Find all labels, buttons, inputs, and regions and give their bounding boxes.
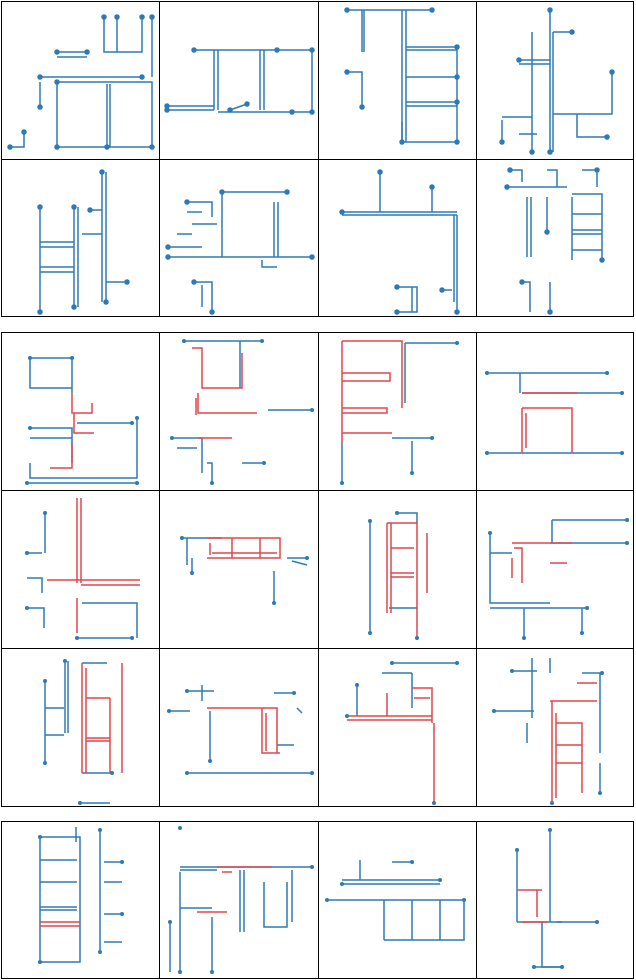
- panel-group-middle: [1, 332, 634, 807]
- floorplan-sketch-14: [182, 537, 308, 603]
- floorplan-sketch-21: [39, 827, 122, 963]
- floorplan-sketch-8: [504, 167, 605, 315]
- floorplan-sketch-16: [489, 519, 627, 638]
- floorplan-sketch-23: [327, 860, 465, 941]
- floorplan-sketch-13: [27, 498, 140, 639]
- panel-group-top: [1, 1, 634, 317]
- floorplan-sketch-5: [37, 169, 130, 315]
- floorplan-grid-top: [2, 2, 633, 316]
- floorplan-sketch-18: [169, 685, 312, 774]
- floorplan-sketch-3: [344, 7, 460, 145]
- floorplan-sketch-1: [7, 14, 155, 150]
- floorplan-sketch-7: [339, 169, 460, 315]
- floorplan-sketch-2: [164, 47, 315, 115]
- floorplan-sketch-6: [165, 189, 315, 315]
- floorplan-grid-bottom: [38, 822, 599, 978]
- floorplan-sketch-11: [341, 340, 457, 483]
- floorplan-sketch-10: [172, 340, 312, 483]
- floorplan-sketch-24: [516, 830, 597, 968]
- floorplan-sketch-17: [44, 661, 123, 804]
- floorplan-sketch-4: [499, 7, 615, 155]
- floorplan-sketch-19: [347, 662, 457, 803]
- panel-group-bottom: [1, 821, 634, 979]
- floorplan-sketch-15: [369, 512, 428, 638]
- floorplan-sketch-22: [169, 866, 312, 972]
- floorplan-grid-middle: [2, 333, 633, 806]
- floorplan-sketch-9: [27, 357, 138, 484]
- floorplan-sketch-12: [487, 372, 622, 454]
- floorplan-sketch-20: [494, 658, 602, 803]
